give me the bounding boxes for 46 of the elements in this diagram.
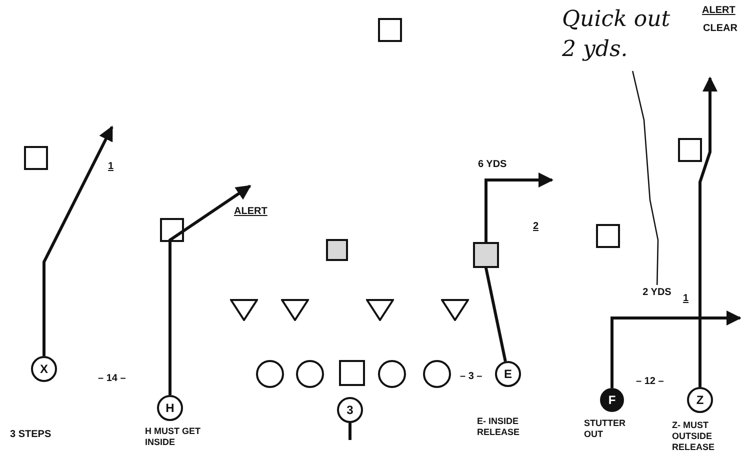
defender-triangle (366, 299, 394, 321)
defender-square (596, 224, 620, 248)
player-note: Z- MUST OUTSIDE RELEASE (672, 420, 716, 453)
route-arrow (698, 76, 718, 387)
split-distance: – 12 – (636, 375, 664, 389)
defender-square (339, 360, 365, 386)
defender-square (160, 218, 184, 242)
defender-square (326, 239, 348, 261)
defender-triangle (230, 299, 258, 321)
defender-square (24, 146, 48, 170)
yardage-text: 6 YDS (478, 158, 507, 172)
route-arrow (484, 172, 554, 362)
player-circle: X (31, 356, 57, 382)
defender-square (473, 242, 499, 268)
defender-triangle (441, 299, 469, 321)
route-number: 1 (108, 160, 114, 174)
player-circle (256, 360, 284, 388)
defender-square (378, 18, 402, 42)
split-distance: – 14 – (98, 372, 126, 386)
route-number: 1 (683, 292, 689, 306)
player-circle: 3 (337, 397, 363, 423)
route-tag: ALERT (234, 205, 268, 219)
player-circle: Z (687, 387, 713, 413)
handwritten-note: Quick out 2 yds. (562, 5, 688, 71)
player-circle (423, 360, 451, 388)
yardage-text: 2 YDS (635, 285, 679, 299)
split-distance: – 3 – (460, 370, 482, 384)
player-note: STUTTER OUT (584, 418, 626, 440)
leader-line (632, 70, 659, 286)
player-circle (378, 360, 406, 388)
route-number: 2 (533, 220, 539, 234)
route-line (348, 423, 352, 440)
defender-triangle (281, 299, 309, 321)
route-arrow (42, 126, 114, 356)
route-arrow (168, 184, 252, 395)
player-circle (296, 360, 324, 388)
player-note: H MUST GET INSIDE (145, 426, 202, 448)
route-arrow (610, 310, 741, 388)
player-circle: E (495, 361, 521, 387)
defender-square (678, 138, 702, 162)
player-circle: H (157, 395, 183, 421)
player-note: 3 STEPS (10, 428, 52, 442)
player-circle: F (600, 388, 624, 412)
player-note: E- INSIDE RELEASE (477, 416, 521, 438)
route-tag: ALERT (702, 4, 736, 18)
route-tag: CLEAR (703, 22, 738, 36)
